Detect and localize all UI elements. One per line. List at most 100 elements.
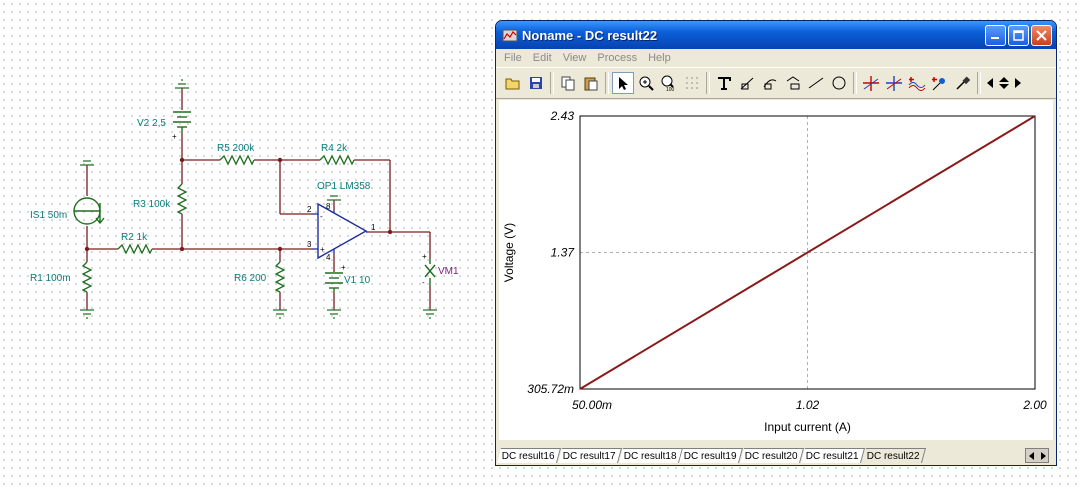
toolbar-separator [706, 72, 710, 94]
label-button[interactable] [736, 72, 758, 94]
battery-v2-icon[interactable] [173, 111, 191, 132]
tab-label: DC result21 [805, 450, 859, 462]
current-source-is1-icon[interactable] [73, 197, 105, 225]
toolbar: 100 [496, 67, 1056, 99]
dc-result-chart[interactable]: 2.43 1.37 305.72m 50.00m 1.02 2.00 Input… [499, 100, 1053, 440]
zoom-in-icon [639, 76, 654, 91]
save-button[interactable] [525, 72, 547, 94]
ground-icon [80, 309, 94, 319]
maximize-button[interactable] [1008, 25, 1029, 46]
scroll-right-button[interactable] [1012, 72, 1024, 94]
tab-dc-result17[interactable]: DC result17 [557, 448, 622, 463]
tab-label: DC result19 [684, 450, 738, 462]
tab-dc-result21[interactable]: DC result21 [801, 448, 865, 463]
text-button[interactable] [713, 72, 735, 94]
axes-frame [579, 115, 1036, 390]
tab-dc-result18[interactable]: DC result18 [618, 448, 683, 463]
label-r5: R5 200k [217, 143, 255, 154]
toolbar-separator [977, 72, 981, 94]
tab-dc-result19[interactable]: DC result19 [679, 448, 744, 463]
tab-scroll-right-icon[interactable] [1037, 449, 1048, 462]
menu-file[interactable]: File [504, 52, 522, 64]
resistor-r4-icon[interactable] [319, 154, 355, 166]
vm1-plus-sign: + [422, 252, 427, 261]
y-tick-label: 305.72m [527, 382, 574, 396]
y-tick-label: 1.37 [551, 246, 576, 260]
pin-8-label: 8 [326, 202, 331, 211]
cursor-a-button[interactable] [860, 72, 882, 94]
junctions [84, 157, 393, 252]
ground-icon [80, 160, 94, 166]
ground-icon [327, 309, 341, 319]
label-axis-icon [786, 76, 800, 90]
tab-scroll-control[interactable] [1025, 448, 1049, 463]
marker-button[interactable] [929, 72, 951, 94]
ground-icon [273, 309, 287, 319]
opamp-op1-icon[interactable] [312, 202, 368, 260]
add-curve-icon [908, 77, 926, 91]
schematic-canvas[interactable]: V2 2,5 R5 200k R4 2k OP1 LM358 R3 100k I… [0, 0, 495, 489]
paste-button[interactable] [580, 72, 602, 94]
menu-help[interactable]: Help [648, 52, 671, 64]
tab-scroll-left-icon[interactable] [1026, 449, 1037, 462]
dc-result-window[interactable]: Noname - DC result22 File Edit View Proc… [495, 20, 1057, 466]
window-title: Noname - DC result22 [522, 27, 658, 43]
menu-process[interactable]: Process [597, 52, 638, 64]
scroll-left-button[interactable] [984, 72, 996, 94]
plot-area[interactable]: 2.43 1.37 305.72m 50.00m 1.02 2.00 Input… [499, 100, 1053, 440]
scroll-left-icon [987, 78, 993, 88]
line-button[interactable] [805, 72, 827, 94]
tab-dc-result22[interactable]: DC result22 [861, 448, 926, 463]
x-axis-title: Input current (A) [764, 420, 851, 434]
zoom-in-button[interactable] [635, 72, 657, 94]
label-r1: R1 100m [30, 273, 71, 284]
open-button[interactable] [502, 72, 524, 94]
tab-label: DC result17 [562, 450, 616, 462]
resistor-r1-icon[interactable] [81, 261, 93, 293]
menu-edit[interactable]: Edit [532, 52, 552, 64]
opamp-plus-sign: + [320, 245, 325, 254]
resistor-r6-icon[interactable] [274, 261, 286, 293]
voltmeter-vm1-icon[interactable] [424, 258, 436, 286]
close-button[interactable] [1031, 25, 1052, 46]
zoom-100-button[interactable]: 100 [658, 72, 680, 94]
add-curve-button[interactable] [906, 72, 928, 94]
cursor-b-button[interactable] [883, 72, 905, 94]
tab-label: DC result16 [501, 450, 555, 462]
pin-1-label: 1 [371, 223, 376, 232]
pointer-button[interactable] [612, 72, 634, 94]
battery-v1-icon[interactable] [325, 272, 343, 292]
label-axis-button[interactable] [782, 72, 804, 94]
label-v1: V1 10 [344, 275, 371, 286]
label-r3: R3 100k [133, 199, 171, 210]
title-bar[interactable]: Noname - DC result22 [496, 21, 1056, 49]
resistor-r5-icon[interactable] [219, 154, 255, 166]
series-line-0 [579, 115, 1036, 390]
probe-button[interactable] [952, 72, 974, 94]
tab-dc-result20[interactable]: DC result20 [740, 448, 805, 463]
opamp-minus-sign: - [320, 212, 323, 221]
circle-button[interactable] [828, 72, 850, 94]
menu-bar: File Edit View Process Help [496, 49, 1056, 67]
toolbar-separator [853, 72, 857, 94]
cursor-a-icon [863, 76, 879, 91]
toolbar-separator [605, 72, 609, 94]
menu-view[interactable]: View [562, 52, 587, 64]
ground-icon [327, 195, 341, 201]
v2-plus-sign: + [172, 132, 177, 141]
wires [86, 88, 431, 310]
minimize-icon [991, 37, 999, 39]
label-curve-button[interactable] [759, 72, 781, 94]
marker-icon [932, 77, 945, 91]
ground-symbols [80, 79, 437, 319]
tab-dc-result16[interactable]: DC result16 [496, 448, 561, 463]
grid-button[interactable] [681, 72, 703, 94]
minimize-button[interactable] [985, 25, 1006, 46]
zoom-100-icon: 100 [661, 75, 675, 91]
resistor-r2-icon[interactable] [117, 243, 153, 255]
copy-button[interactable] [557, 72, 579, 94]
resistor-r3-icon[interactable] [176, 183, 188, 215]
label-op1: OP1 LM358 [317, 181, 371, 192]
probe-icon [956, 76, 971, 90]
scroll-updown-button[interactable] [997, 72, 1011, 94]
